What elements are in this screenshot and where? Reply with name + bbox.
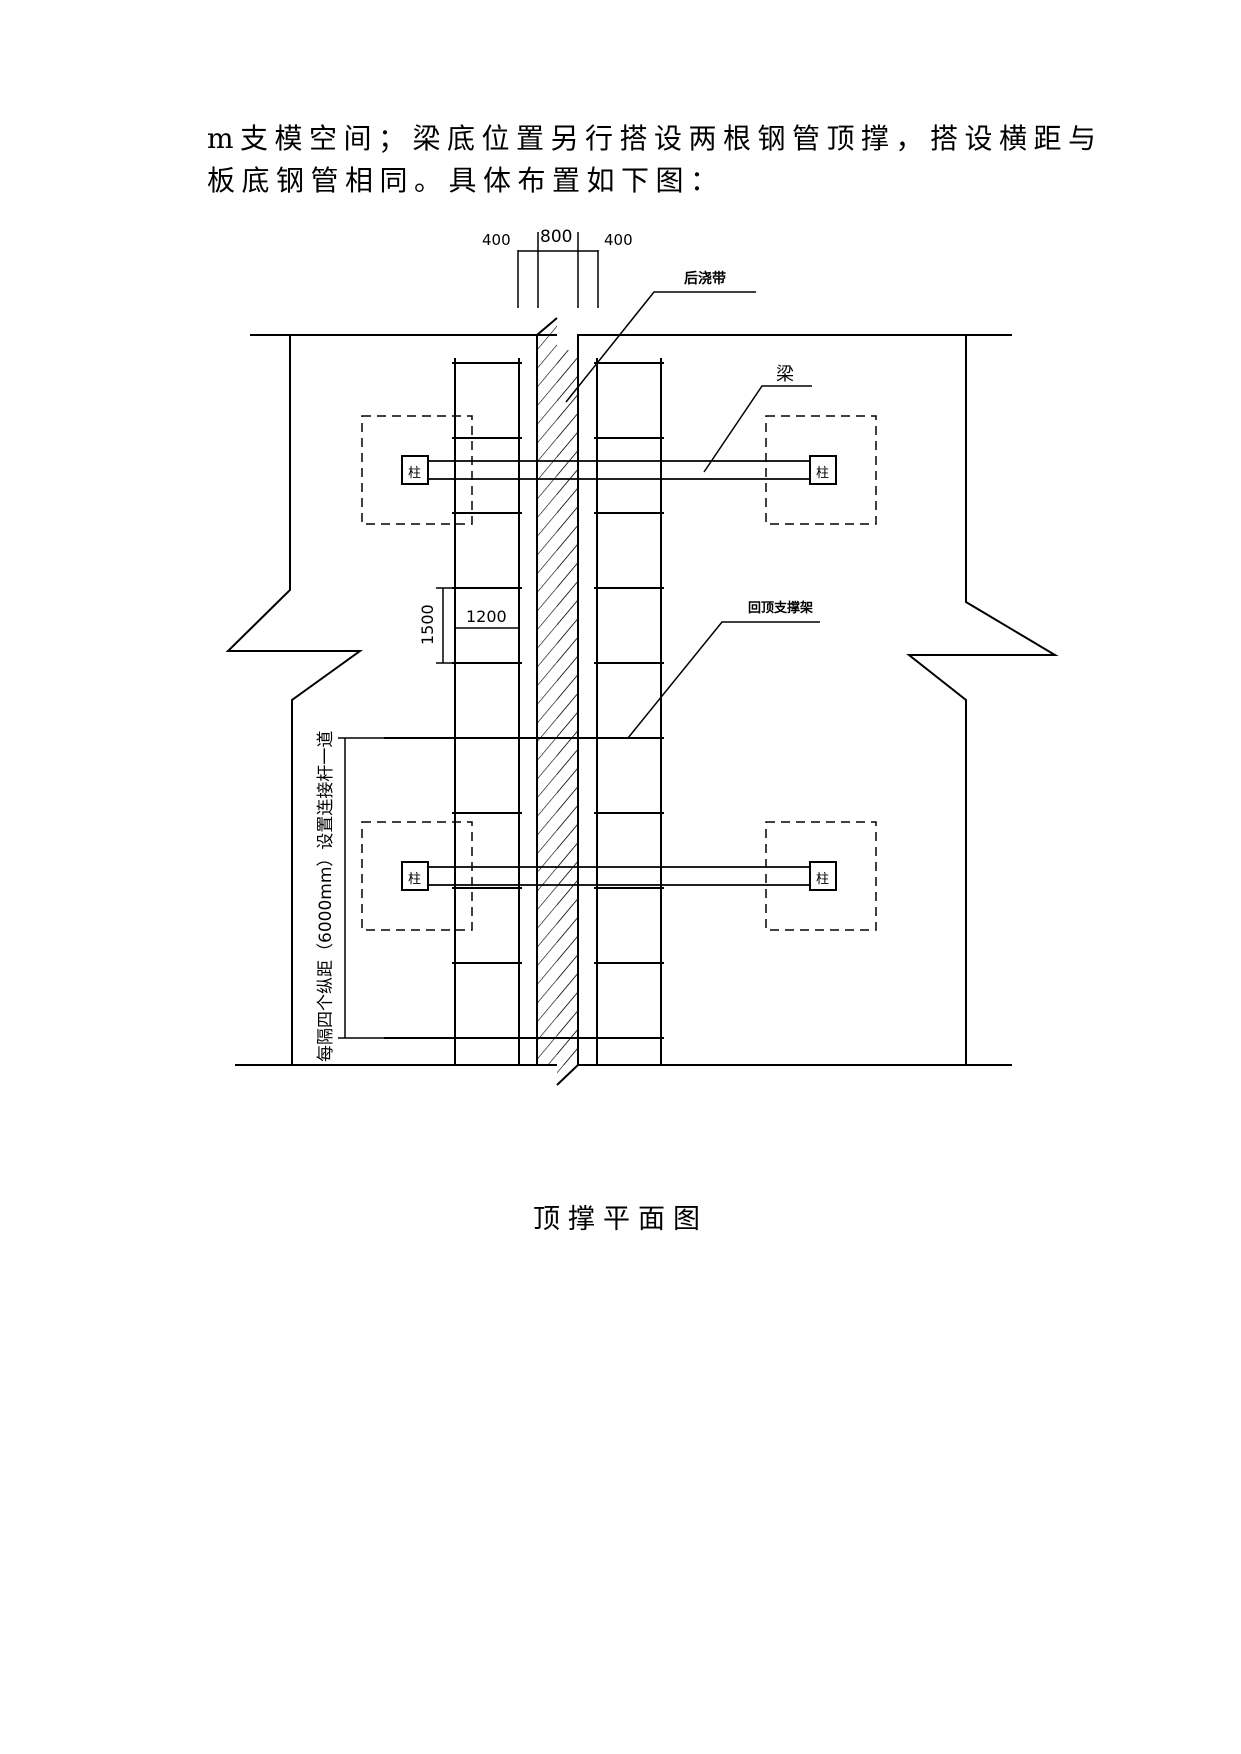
column-label-2: 柱 [816, 466, 829, 481]
top-dimension-lines [517, 232, 599, 308]
paragraph-line-1: m支模空间；梁底位置另行搭设两根钢管顶撑，搭设横距与 [207, 122, 1103, 155]
spacing-dims [436, 587, 519, 664]
label-support-frame: 回顶支撑架 [748, 600, 813, 616]
dim-center-800: 800 [540, 227, 572, 247]
columns [401, 455, 837, 891]
label-beam: 梁 [776, 364, 794, 385]
leaders [565, 291, 820, 739]
dim-1200: 1200 [466, 607, 507, 626]
column-zones [361, 415, 877, 931]
tie-rod-dim [338, 737, 398, 1039]
dim-left-400: 400 [482, 231, 511, 249]
label-tie-rod-interval: 每隔四个纵距（6000mm）设置连接杆一道 [316, 731, 336, 1062]
beams [428, 460, 810, 886]
paragraph-line-2: 板底钢管相同。具体布置如下图： [207, 164, 725, 197]
scaffold-right [594, 358, 664, 1065]
column-label-1: 柱 [408, 466, 421, 481]
tie-rods [384, 737, 664, 1039]
body-paragraph: m支模空间；梁底位置另行搭设两根钢管顶撑，搭设横距与 板底钢管相同。具体布置如下… [207, 118, 1107, 202]
column-label-3: 柱 [408, 872, 421, 887]
dim-right-400: 400 [604, 231, 633, 249]
slab-outline [225, 334, 1059, 1066]
label-post-pour-strip: 后浇带 [684, 270, 726, 287]
dim-1500: 1500 [418, 604, 437, 645]
column-label-4: 柱 [816, 872, 829, 887]
post-pour-strip [535, 317, 579, 1086]
figure-caption: 顶撑平面图 [533, 1204, 708, 1235]
scaffold-left [452, 358, 522, 1065]
